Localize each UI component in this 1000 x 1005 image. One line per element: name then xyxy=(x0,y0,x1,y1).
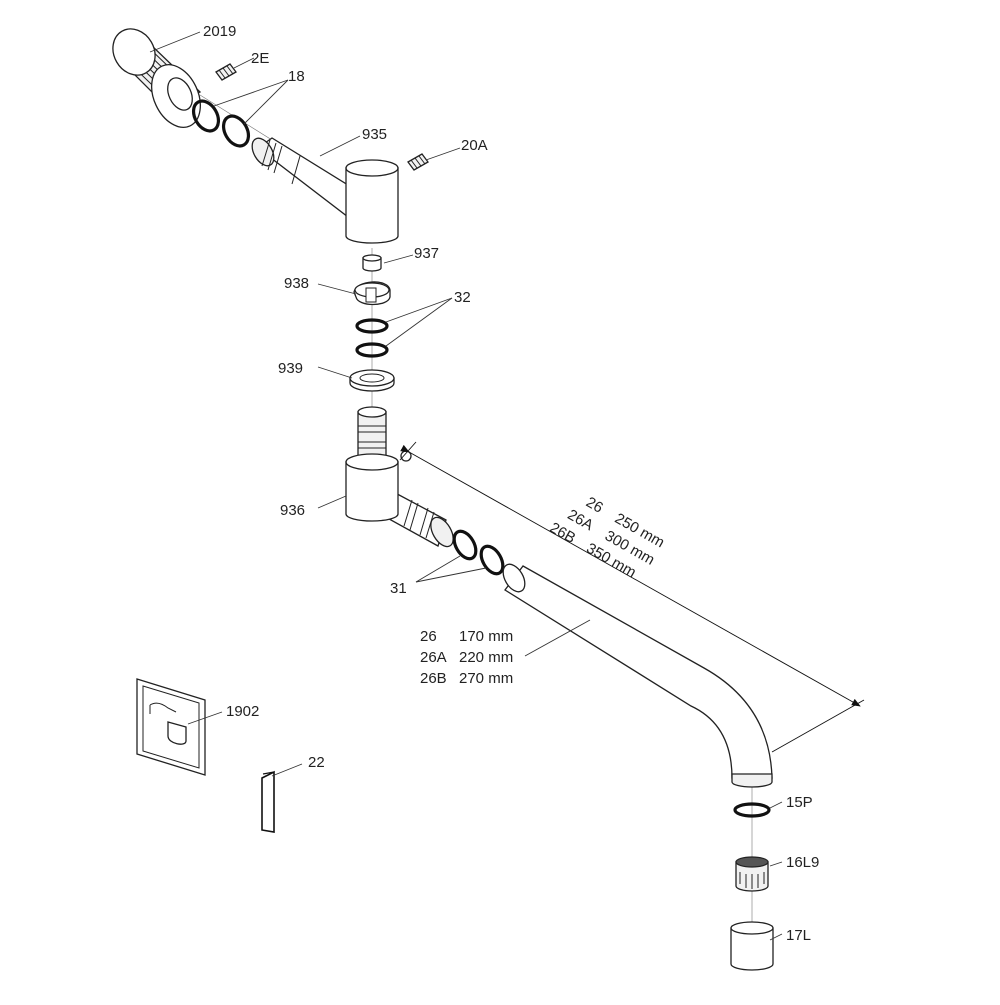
label-1902: 1902 xyxy=(226,703,259,720)
spout-26-part xyxy=(502,563,773,788)
label-22: 22 xyxy=(308,754,325,771)
spout-lengths-block: 26 170 mm 26A 220 mm 26B 270 mm xyxy=(420,628,513,687)
label-2019: 2019 xyxy=(203,23,236,40)
pin-937-part xyxy=(362,254,382,272)
spout-row-2-model: 26B xyxy=(420,670,447,687)
spout-row-1-model: 26A xyxy=(420,649,447,666)
o-ring-18b xyxy=(221,114,251,148)
label-938: 938 xyxy=(284,275,309,292)
hex-key-short-arm xyxy=(262,771,275,775)
clip-938-part xyxy=(353,281,391,306)
swivel-elbow-936-part xyxy=(345,406,454,548)
o-ring-32b xyxy=(355,342,389,358)
label-16l9: 16L9 xyxy=(786,854,819,871)
spout-row-0-model: 26 xyxy=(420,628,437,645)
label-2e: 2E xyxy=(251,50,269,67)
threaded-flange-part xyxy=(112,28,202,128)
set-screw-20a-part xyxy=(407,153,429,171)
hex-key-22-part xyxy=(261,770,275,833)
wall-body-935-part xyxy=(251,137,399,244)
label-18: 18 xyxy=(288,68,305,85)
label-17l: 17L xyxy=(786,927,811,944)
o-ring-32a xyxy=(355,318,389,334)
overall-row-0-model: 26 xyxy=(583,494,606,517)
leader-lines xyxy=(149,31,783,941)
set-screw-2e-part xyxy=(215,63,237,81)
instruction-card-1902 xyxy=(136,678,206,776)
label-15p: 15P xyxy=(786,794,813,811)
label-31: 31 xyxy=(390,580,407,597)
part-labels: 2019 2E 18 935 20A 937 938 32 939 936 31… xyxy=(203,23,819,944)
label-20a: 20A xyxy=(461,137,488,154)
label-939: 939 xyxy=(278,360,303,377)
dimension-line-overall xyxy=(399,441,865,753)
label-936: 936 xyxy=(280,502,305,519)
label-937: 937 xyxy=(414,245,439,262)
label-32: 32 xyxy=(454,289,471,306)
spout-row-2-value: 270 mm xyxy=(459,670,513,687)
o-ring-15p xyxy=(733,802,771,818)
label-935: 935 xyxy=(362,126,387,143)
aerator-sleeve-17l-part xyxy=(730,921,774,971)
washer-939-part xyxy=(349,369,395,392)
overall-lengths-block: 26 250 mm 26A 300 mm 26B 350 mm xyxy=(547,494,667,582)
spout-row-0-value: 170 mm xyxy=(459,628,513,645)
spout-row-1-value: 220 mm xyxy=(459,649,513,666)
o-ring-18a xyxy=(191,99,221,133)
aerator-16l9-part xyxy=(735,856,769,892)
o-ring-31a xyxy=(452,529,478,561)
